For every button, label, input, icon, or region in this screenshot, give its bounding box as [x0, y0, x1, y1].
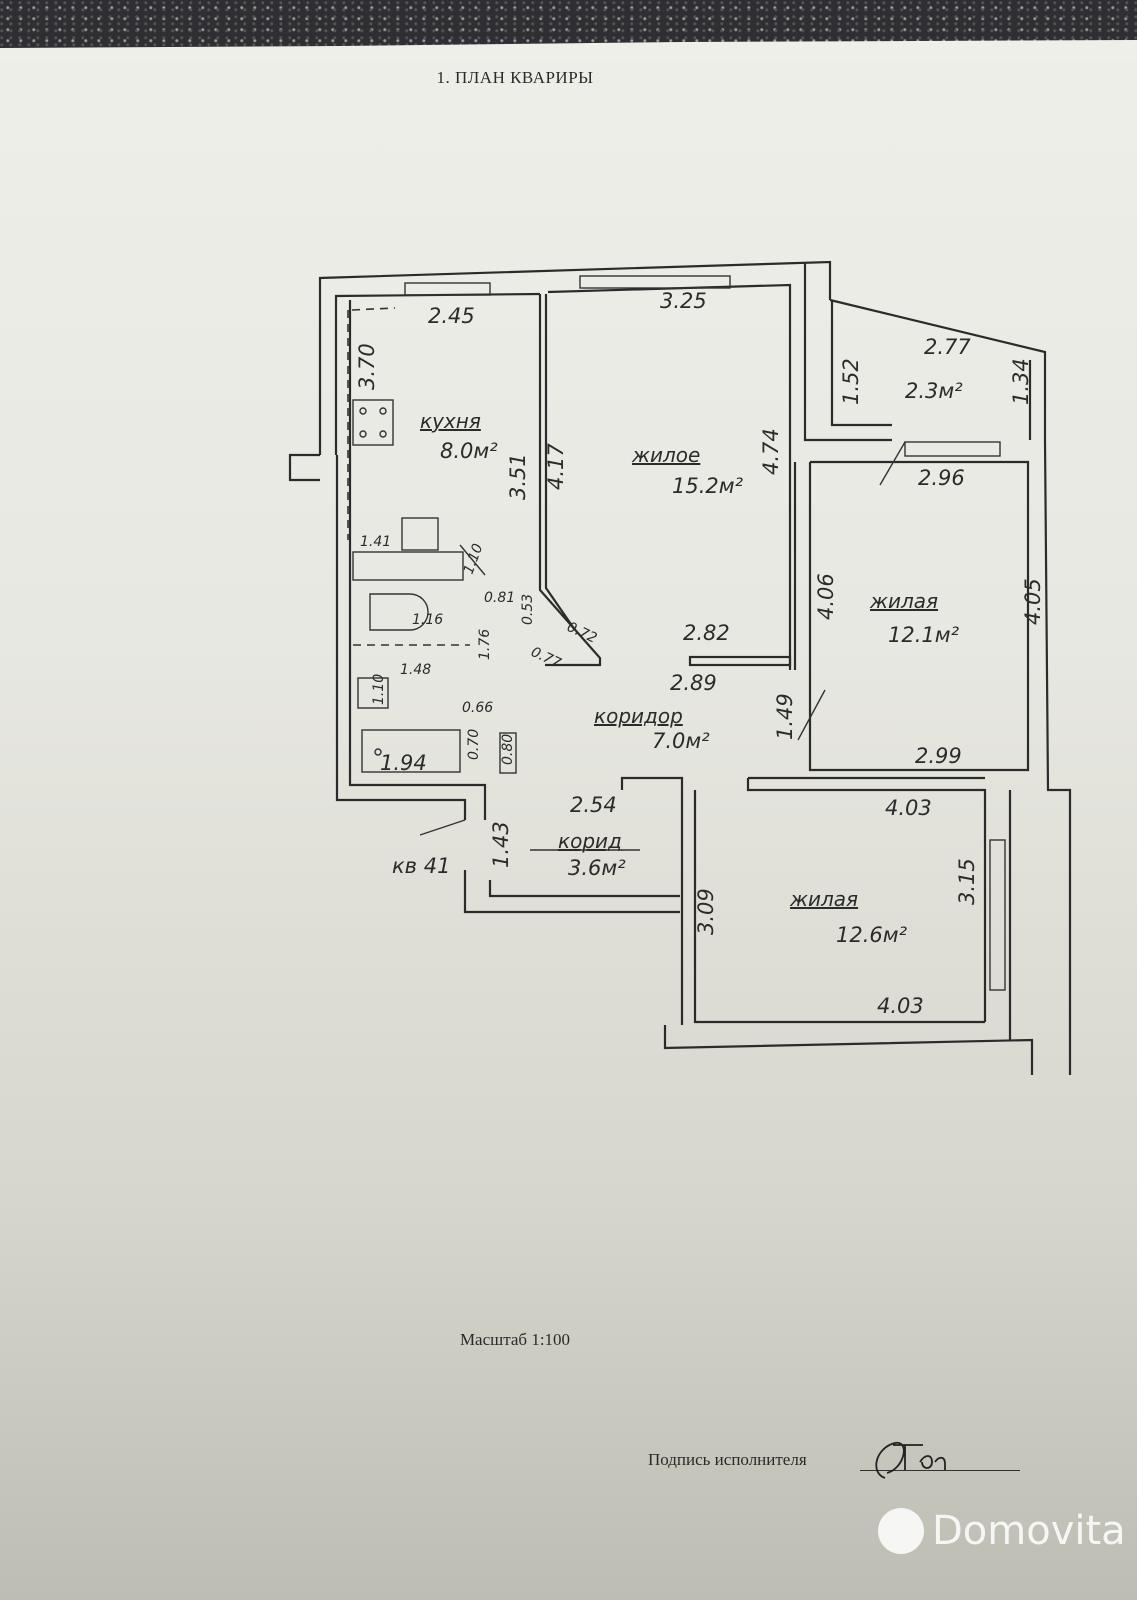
dim: 1.43: [489, 821, 513, 868]
apartment-number: кв 41: [392, 854, 450, 878]
fixtures: [347, 307, 640, 851]
dim: 1.41: [360, 534, 391, 550]
room-area-living-right: 12.1м²: [888, 623, 960, 647]
dim: 2.45: [428, 304, 475, 328]
dim: 2.54: [570, 793, 617, 817]
walls: [288, 260, 1072, 1075]
dim: 1.49: [773, 693, 797, 740]
dim: 4.05: [1021, 578, 1045, 625]
room-area-corridor: 7.0м²: [652, 729, 710, 753]
watermark-logo-icon: [878, 1508, 924, 1554]
dim: 2.89: [670, 671, 717, 695]
dim: 3.09: [694, 888, 718, 935]
dim: 1.94: [380, 751, 427, 775]
dim: 0.66: [462, 700, 493, 716]
dim: 4.03: [885, 796, 932, 820]
dim: 1.10: [371, 674, 387, 705]
dim: 2.96: [918, 466, 965, 490]
room-area-living-large: 15.2м²: [672, 474, 744, 498]
room-area-corridor-small: 3.6м²: [568, 856, 626, 880]
dim: 1.52: [839, 358, 863, 405]
dim: 3.51: [506, 453, 530, 500]
doors: [419, 441, 906, 836]
dim: 0.77: [528, 644, 563, 672]
dim: 0.53: [520, 594, 536, 625]
room-area-living-bottom: 12.6м²: [836, 923, 908, 947]
dim: 0.80: [500, 734, 516, 765]
dim: 2.99: [915, 744, 962, 768]
dim: 1.48: [400, 662, 431, 678]
dim: 3.25: [660, 289, 707, 313]
stove-icon: [352, 399, 394, 446]
sink-icon: [401, 517, 439, 551]
dim: 4.06: [814, 573, 838, 620]
dim: 2.77: [924, 335, 971, 359]
washbasin-icon: [357, 677, 389, 709]
room-area-kitchen: 8.0м²: [440, 439, 498, 463]
signature-line: [860, 1470, 1020, 1471]
toilet-icon: [369, 593, 429, 631]
dim: 4.03: [877, 994, 924, 1018]
background-surface: [0, 0, 1137, 52]
dim: 3.15: [955, 858, 979, 905]
room-name-living-large: жилое: [631, 443, 700, 467]
bathtub-icon: [361, 729, 461, 773]
scale-label: Масштаб 1:100: [459, 1330, 571, 1349]
page-title: 1. ПЛАН КВАРИРЫ: [436, 68, 594, 87]
dim: 0.72: [564, 619, 599, 647]
dim: 1.34: [1009, 358, 1033, 405]
room-name-corridor: коридор: [594, 704, 683, 728]
dim: 4.74: [759, 428, 783, 475]
dim: 3.70: [355, 343, 379, 390]
signature-label: Подпись исполнителя: [648, 1450, 807, 1469]
bath-area: 1.16: [412, 612, 443, 628]
room-area-balcony: 2.3м²: [905, 379, 963, 403]
room-name-living-right: жилая: [869, 589, 938, 613]
dim: 0.70: [466, 729, 482, 760]
dim: 0.81: [484, 590, 515, 606]
domovita-watermark: Domovita: [878, 1508, 1126, 1554]
dim: 4.17: [544, 443, 568, 490]
room-name-kitchen: кухня: [420, 409, 481, 433]
room-name-living-bottom: жилая: [789, 887, 858, 911]
dim: 1.76: [477, 629, 493, 660]
room-name-corridor-small: корид: [558, 829, 622, 853]
dim: 2.82: [683, 621, 730, 645]
watermark-text: Domovita: [932, 1508, 1126, 1554]
